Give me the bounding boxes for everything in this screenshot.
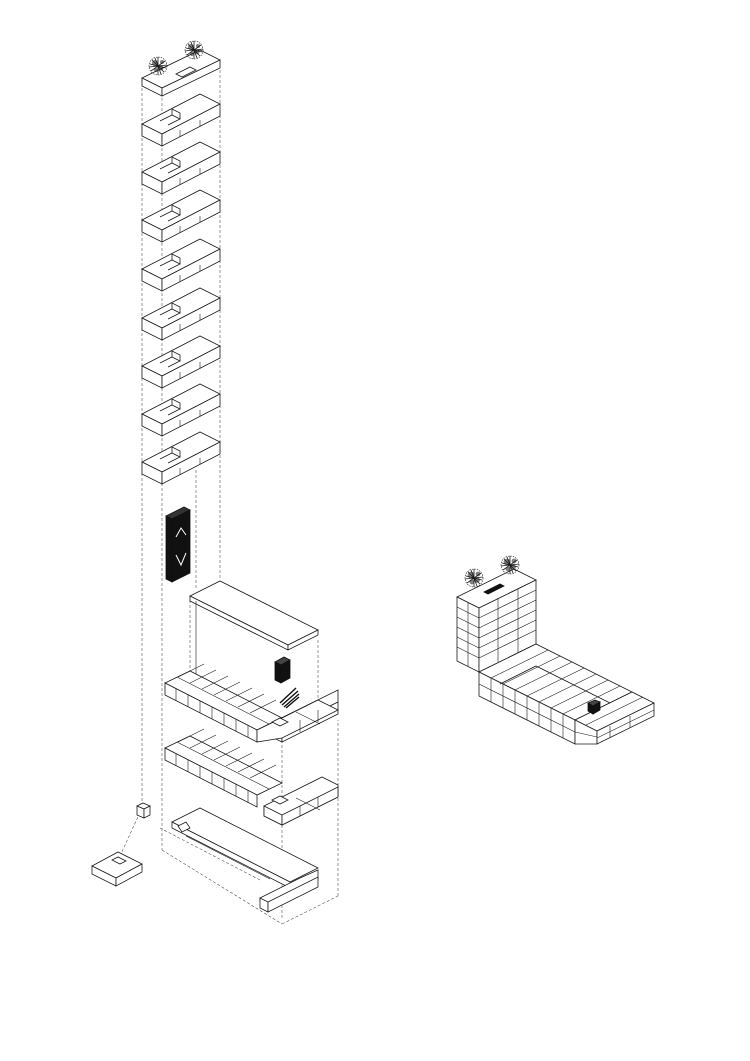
- hall-roof-block: [189, 580, 319, 680]
- floor-plate: [141, 189, 221, 243]
- tree-icon: [464, 568, 484, 588]
- small-cube: [136, 802, 151, 819]
- floor-plate: [141, 93, 221, 147]
- exploded-tower: [91, 40, 339, 913]
- floor-plate: [141, 287, 221, 341]
- stair-icon: [279, 687, 300, 709]
- floor-plate: [141, 383, 221, 437]
- roof-plate: [141, 40, 221, 97]
- floor-plate: [141, 335, 221, 389]
- elevator-down-arrow-icon: [175, 552, 187, 567]
- ground-slab: [171, 807, 319, 913]
- elevator-core: [165, 506, 191, 583]
- floor-plates: [141, 93, 221, 485]
- stair-icon: [587, 699, 601, 715]
- lower-bay-ring: [164, 728, 339, 826]
- assembled-building: [456, 555, 655, 745]
- upper-bay-ring: [164, 663, 339, 743]
- entry-block: [91, 851, 143, 887]
- floor-plate: [141, 238, 221, 292]
- elevator-up-arrow-icon: [175, 527, 187, 538]
- stair-element: [274, 656, 300, 709]
- floor-plate: [141, 141, 221, 195]
- floor-plate: [141, 431, 221, 485]
